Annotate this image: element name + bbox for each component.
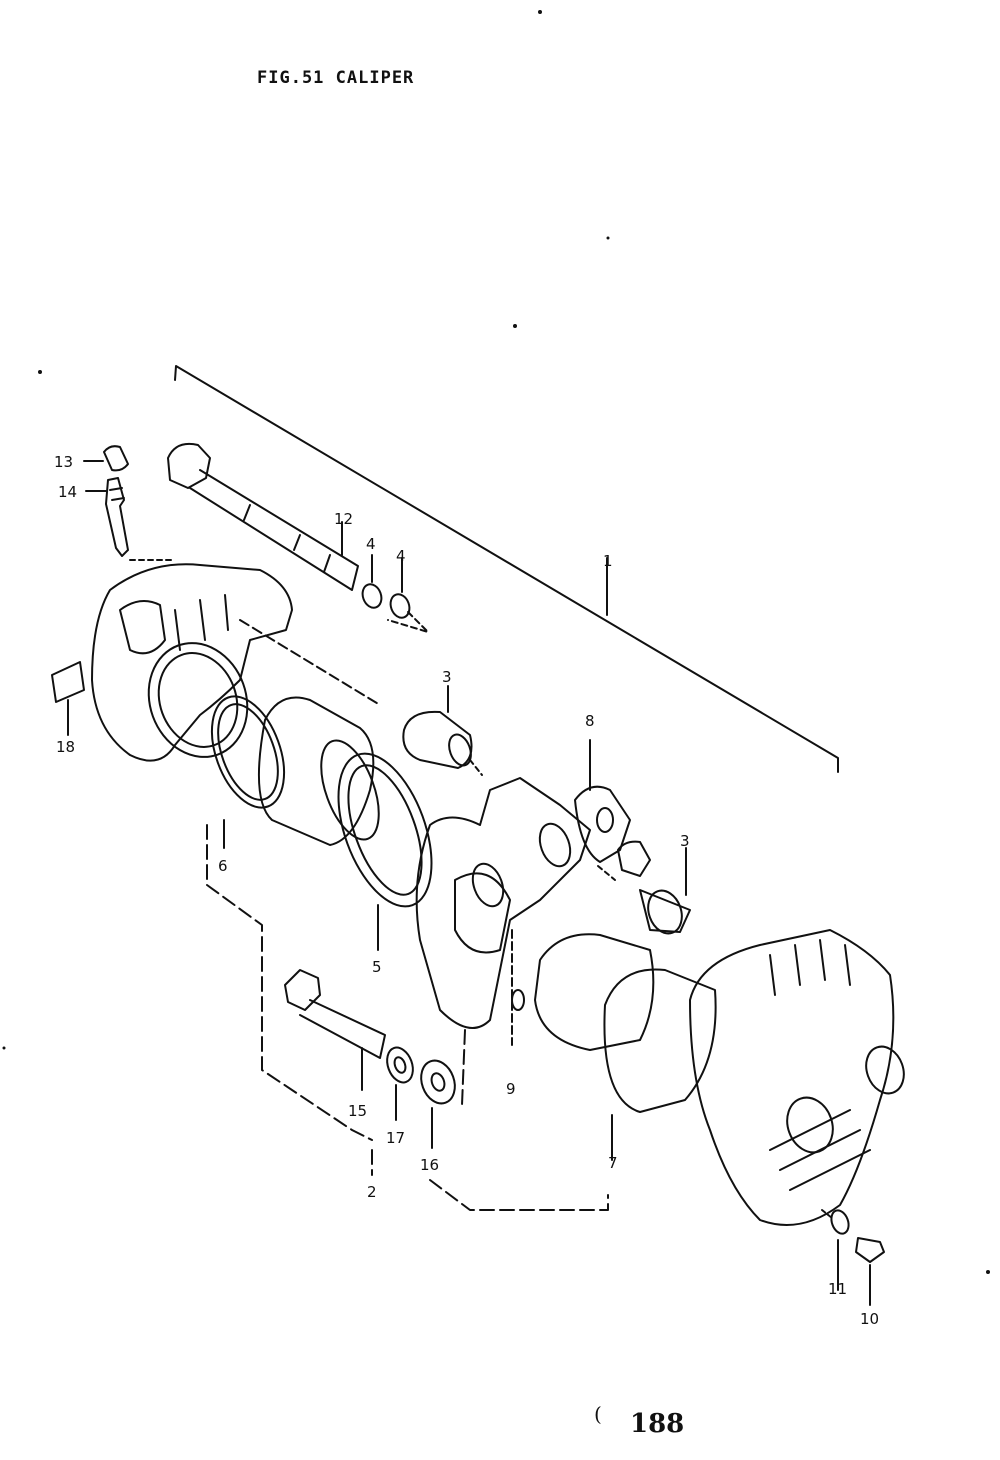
support-plate-part: [574, 739, 631, 863]
piston-seal-part: [210, 695, 286, 849]
page-number-mark: (: [594, 1402, 602, 1426]
callout-8: 8: [585, 712, 595, 730]
callout-5: 5: [372, 958, 382, 976]
callout-6: 6: [218, 857, 228, 875]
piston-part: [257, 696, 380, 846]
callout-14: 14: [58, 483, 77, 501]
callout-13: 13: [54, 453, 73, 471]
caliper-bracket-part: [415, 777, 591, 1046]
sleeve-part-right: [597, 840, 691, 935]
o-ring-parts: [361, 554, 429, 633]
callout-15: 15: [348, 1102, 367, 1120]
callout-10: 10: [860, 1310, 879, 1328]
caliper-body-part: [51, 559, 381, 762]
bleeder-cap-part: [83, 445, 129, 472]
screw-and-washer-parts: [821, 1209, 885, 1306]
callout-7: 7: [608, 1154, 618, 1172]
figure-title: FIG.51 CALIPER: [257, 68, 415, 88]
assembly-bracket-2: [206, 824, 609, 1211]
callout-4-right: 4: [396, 547, 406, 565]
slide-shaft-part: [167, 442, 359, 591]
callout-16: 16: [420, 1156, 439, 1174]
callout-17: 17: [386, 1129, 405, 1147]
callout-18: 18: [56, 738, 75, 756]
page-number: 188: [630, 1409, 685, 1439]
callout-4-left: 4: [366, 535, 376, 553]
callout-12: 12: [334, 510, 353, 528]
callout-3-right: 3: [680, 832, 690, 850]
bolt-and-washer-parts: [284, 969, 456, 1149]
outer-caliper-part: [689, 929, 905, 1226]
assembly-bracket-1: [174, 365, 839, 773]
brake-pad-part: [534, 933, 717, 1161]
callout-9: 9: [506, 1080, 516, 1098]
callout-labels: 13 14 18 12 4 4 1 3 8 3 6 5 9 15 17 16 2…: [54, 453, 879, 1328]
callout-3-upper: 3: [442, 668, 452, 686]
bleeder-valve-part: [85, 477, 129, 557]
dust-boot-part: [337, 752, 433, 951]
sleeve-part-upper: [402, 685, 483, 776]
callout-1: 1: [603, 552, 613, 570]
scan-specks: [2, 10, 990, 1274]
callout-2: 2: [367, 1183, 377, 1201]
callout-11: 11: [828, 1280, 847, 1298]
